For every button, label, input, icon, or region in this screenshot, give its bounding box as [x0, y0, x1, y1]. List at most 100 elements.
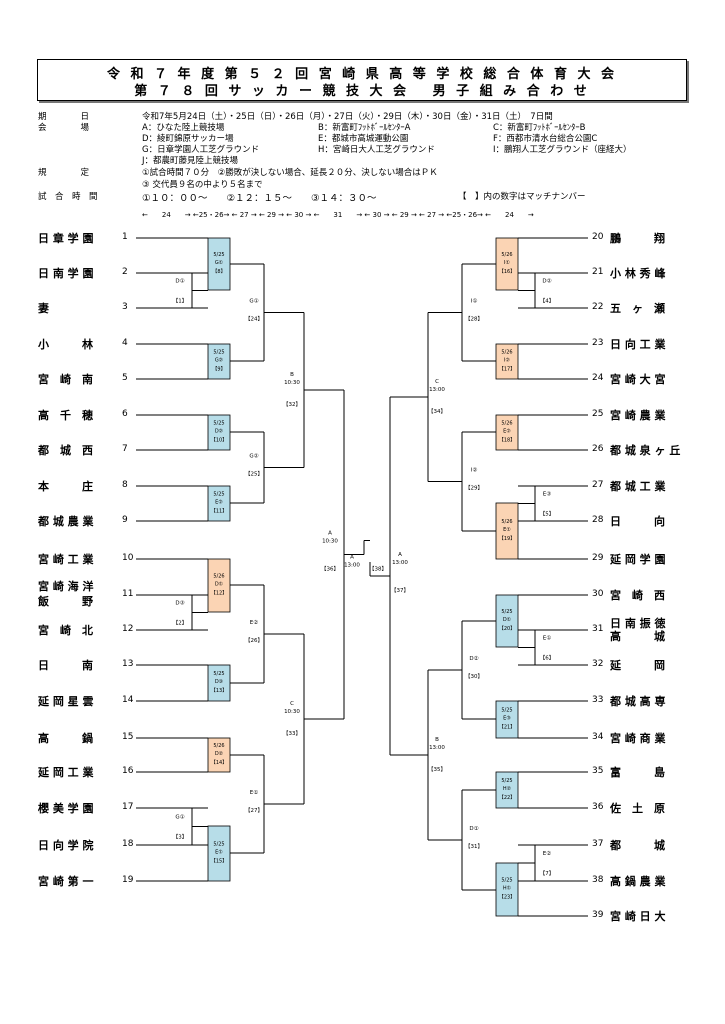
- semi-time: 13:00: [392, 560, 408, 566]
- team-name-left: 日 南: [38, 659, 93, 672]
- seed-number: 23: [592, 338, 604, 348]
- round3-match: 【29】: [465, 485, 483, 492]
- seed-number: 32: [592, 659, 604, 669]
- seed-number: 20: [592, 232, 604, 242]
- seed-number: 18: [122, 839, 134, 849]
- team-name-right: 宮 崎 商 業: [610, 732, 666, 745]
- match-venue: E①: [215, 850, 223, 856]
- seed-number: 14: [122, 695, 134, 705]
- quarter-venue: C: [435, 379, 439, 385]
- final-time: 13:00: [344, 563, 360, 569]
- match-number: 【22】: [499, 795, 515, 801]
- seed-number: 5: [122, 373, 128, 383]
- title-line-1: 令 和 ７ 年 度 第 ５ ２ 回 宮 崎 県 高 等 学 校 総 合 体 育 …: [106, 67, 618, 82]
- team-name-left: 櫻 美 学 園: [38, 802, 94, 815]
- period-value: 令和7年5月24日（土）・25日（日）・26日（月）・27日（火）・29日（木）…: [142, 112, 553, 122]
- match-number: 【13】: [211, 688, 227, 694]
- match-date: 5/25: [213, 350, 224, 356]
- team-name-right: 都 城 工 業: [610, 480, 666, 493]
- team-name-left: 宮 崎 工 業: [38, 553, 94, 566]
- team-name-right: 日 向 工 業: [610, 338, 666, 351]
- seed-number: 26: [592, 444, 604, 454]
- team-name-left: 宮 崎 海 洋: [38, 580, 94, 593]
- round3-match: 【27】: [245, 807, 263, 814]
- round3-venue: G②: [249, 453, 258, 460]
- match-date: 5/25: [213, 421, 224, 427]
- match-date: 5/25: [501, 708, 512, 714]
- seed-number: 16: [122, 766, 134, 776]
- match-date: 5/26: [213, 743, 224, 749]
- first-round-match: 【6】: [540, 655, 555, 662]
- quarter-time: 10:30: [284, 380, 300, 386]
- seed-number: 28: [592, 515, 604, 525]
- team-name-right: 延 岡 学 園: [610, 553, 666, 566]
- team-name-right: 高 鍋 農 業: [610, 875, 666, 888]
- seed-number: 19: [122, 875, 134, 885]
- semi-time: 10:30: [322, 539, 338, 545]
- final-match: 【38】: [369, 566, 387, 573]
- first-round-venue: E③: [543, 492, 551, 498]
- round3-match: 【24】: [245, 316, 263, 323]
- venue-g: G：日章学園人工芝グラウンド: [142, 145, 260, 155]
- match-number: 【23】: [499, 895, 515, 901]
- seed-number: 24: [592, 373, 604, 383]
- match-number: 【17】: [499, 367, 515, 373]
- first-round-venue: D③: [175, 601, 184, 607]
- match-number-note: 【 】内の数字はマッチナンバー: [458, 192, 586, 202]
- seed-number: 6: [122, 409, 128, 419]
- round3-venue: E②: [250, 619, 258, 626]
- round3-venue: E①: [250, 790, 258, 796]
- match-venue: H②: [503, 786, 512, 792]
- match-venue: D②: [215, 751, 224, 757]
- quarter-match: 【35】: [428, 766, 446, 773]
- team-name-right-2: 高 城: [610, 630, 665, 643]
- venue-d: D：綾町錦原サッカー場: [142, 134, 234, 144]
- seed-number: 38: [592, 875, 604, 885]
- seed-number: 29: [592, 553, 604, 563]
- quarter-time: 13:00: [429, 387, 445, 393]
- quarter-match: 【34】: [428, 408, 446, 415]
- round3-match: 【30】: [465, 673, 483, 680]
- quarter-time: 13:00: [429, 745, 445, 751]
- rules-label: 規 定: [38, 168, 90, 178]
- match-number: 【10】: [211, 438, 227, 444]
- round3-venue: I①: [471, 299, 478, 305]
- seed-number: 15: [122, 732, 134, 742]
- team-name-left-2: 飯 野: [38, 595, 93, 608]
- team-name-left: 延 岡 星 雲: [38, 695, 94, 708]
- match-number: 【20】: [499, 626, 515, 632]
- team-name-left: 本 庄: [38, 480, 93, 493]
- round3-match: 【28】: [465, 316, 483, 323]
- team-name-left: 宮 崎 第 一: [38, 875, 94, 888]
- venue-a: A：ひなた陸上競技場: [142, 123, 225, 133]
- venue-c: C：新富町ﾌｯﾄﾎﾞｰﾙｾﾝﾀｰB: [493, 123, 586, 133]
- rule-2: ③ 交代員９名の中より５名まで: [142, 180, 263, 190]
- match-number: 【16】: [499, 269, 515, 275]
- seed-number: 9: [122, 515, 128, 525]
- team-name-right: 都 城 高 専: [610, 695, 666, 708]
- venue-i: I：鵬翔人工芝グラウンド（座経大）: [493, 145, 632, 155]
- quarter-venue: B: [435, 737, 439, 743]
- match-date: 5/25: [213, 842, 224, 848]
- team-name-left: 高 千 穂: [38, 409, 93, 422]
- team-name-left: 日 南 学 園: [38, 267, 94, 280]
- seed-number: 11: [122, 589, 134, 599]
- team-name-right: 都 城 泉 ヶ 丘: [610, 444, 681, 457]
- team-name-right: 宮 崎 日 大: [610, 910, 666, 923]
- match-venue: H①: [503, 886, 512, 892]
- match-venue: E③: [503, 716, 511, 722]
- match-number: 【21】: [499, 725, 515, 731]
- round3-match: 【31】: [465, 843, 483, 850]
- team-name-right: 宮 崎 農 業: [610, 409, 666, 422]
- team-name-right: 宮 崎 大 宮: [610, 373, 666, 386]
- seed-number: 31: [592, 624, 604, 634]
- match-date: 5/25: [501, 878, 512, 884]
- seed-number: 22: [592, 302, 604, 312]
- title-line-2: 第 ７ ８ 回 サ ッ カ ー 競 技 大 会 男 子 組 み 合 わ せ: [134, 84, 590, 99]
- match-number: 【18】: [499, 438, 515, 444]
- seed-number: 17: [122, 802, 134, 812]
- team-name-left: 日 向 学 院: [38, 839, 94, 852]
- round3-match: 【26】: [245, 637, 263, 644]
- first-round-venue: D①: [175, 279, 184, 285]
